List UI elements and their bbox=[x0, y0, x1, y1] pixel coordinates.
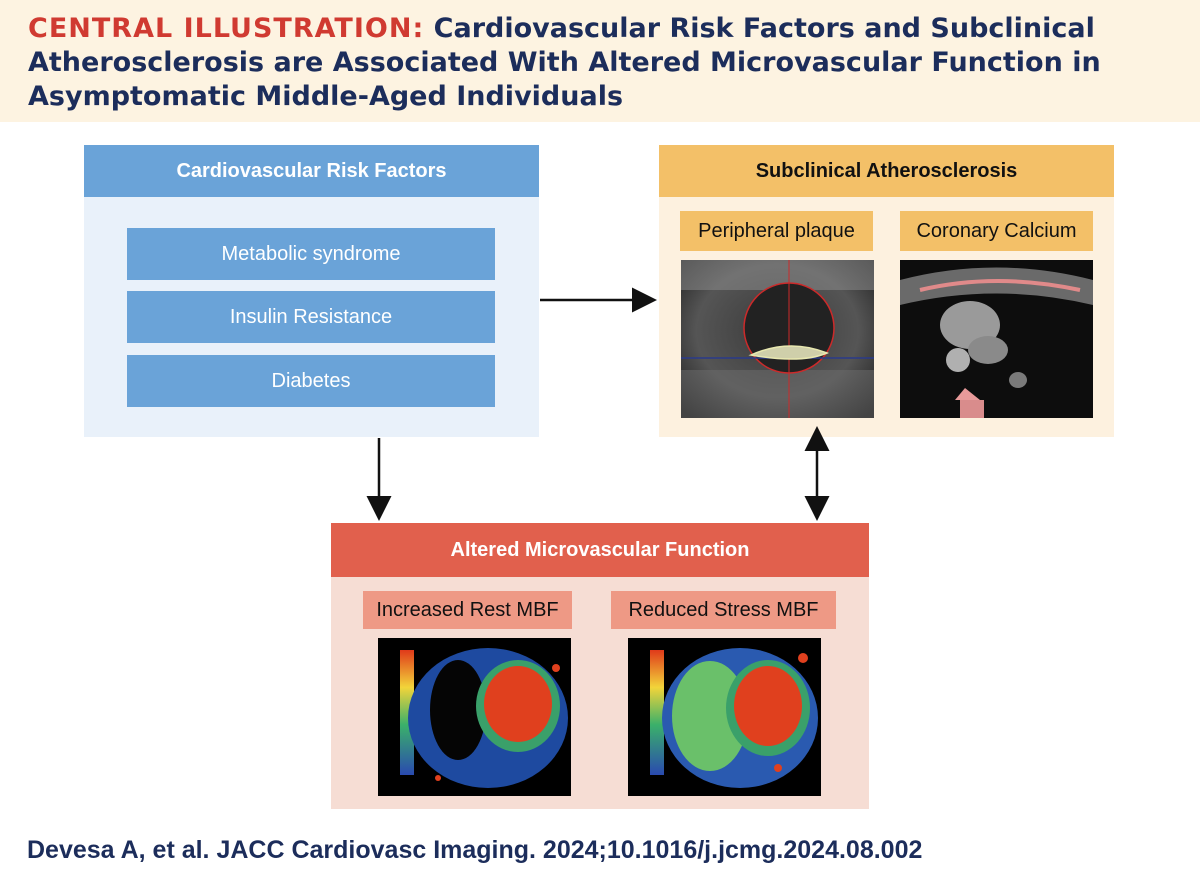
rest-mbf-perfusion-map bbox=[378, 638, 571, 796]
risk-item-insulin-resistance: Insulin Resistance bbox=[127, 291, 495, 343]
tag-peripheral-plaque: Peripheral plaque bbox=[680, 211, 873, 251]
risk-factors-header: Cardiovascular Risk Factors bbox=[84, 145, 539, 197]
tag-coronary-calcium: Coronary Calcium bbox=[900, 211, 1093, 251]
risk-factors-box: Cardiovascular Risk Factors Metabolic sy… bbox=[84, 145, 539, 437]
tag-increased-rest-mbf: Increased Rest MBF bbox=[363, 591, 572, 629]
illustration-header: CENTRAL ILLUSTRATION: Cardiovascular Ris… bbox=[0, 0, 1200, 122]
microvascular-header: Altered Microvascular Function bbox=[331, 523, 869, 577]
tag-reduced-stress-mbf: Reduced Stress MBF bbox=[611, 591, 836, 629]
ct-coronary-calcium-image bbox=[900, 260, 1093, 418]
subclinical-atherosclerosis-box: Subclinical Atherosclerosis Peripheral p… bbox=[659, 145, 1114, 437]
title-text: Cardiovascular Risk Factors and Subclini… bbox=[28, 13, 1101, 112]
stress-mbf-perfusion-map bbox=[628, 638, 821, 796]
citation: Devesa A, et al. JACC Cardiovasc Imaging… bbox=[27, 836, 923, 864]
risk-item-diabetes: Diabetes bbox=[127, 355, 495, 407]
subclinical-header: Subclinical Atherosclerosis bbox=[659, 145, 1114, 197]
ultrasound-plaque-image bbox=[681, 260, 874, 418]
title-lead: CENTRAL ILLUSTRATION: bbox=[28, 13, 425, 44]
risk-item-metabolic-syndrome: Metabolic syndrome bbox=[127, 228, 495, 280]
microvascular-function-box: Altered Microvascular Function Increased… bbox=[331, 523, 869, 809]
illustration-title: CENTRAL ILLUSTRATION: Cardiovascular Ris… bbox=[28, 12, 1178, 114]
